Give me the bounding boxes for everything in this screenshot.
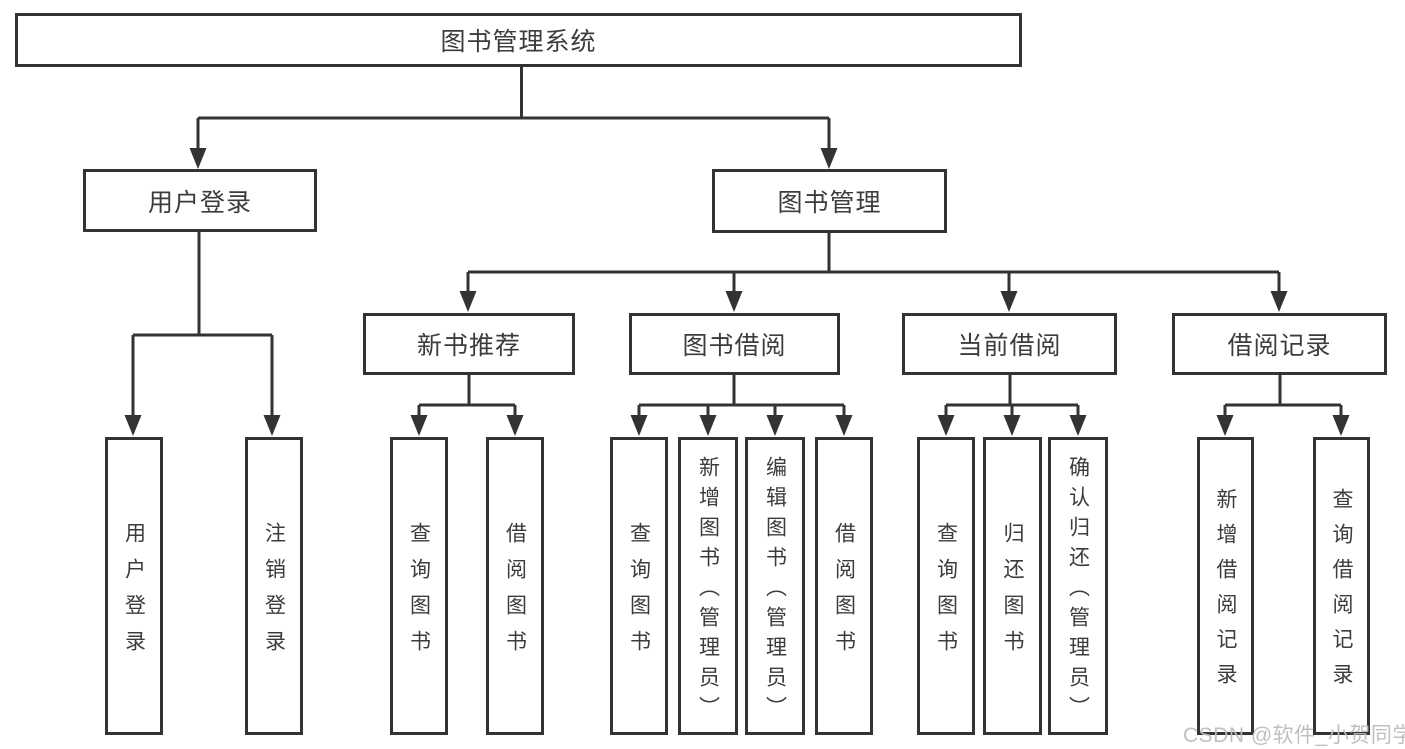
node-root-library-system: 图书管理系统 [15, 13, 1022, 67]
arrowheads [124, 148, 1350, 436]
node-bb-query-books: 查询图书 [610, 437, 668, 735]
node-cb-query-books: 查询图书 [917, 437, 975, 735]
node-cb-return-books: 归还图书 [983, 437, 1042, 735]
node-user-login-leaf: 用户登录 [105, 437, 163, 735]
node-bb-add-books-admin: 新增图书（管理员） [678, 437, 738, 735]
node-rec-borrow-books: 借阅图书 [486, 437, 544, 735]
node-br-add-record: 新增借阅记录 [1197, 437, 1254, 735]
node-rec-query-books: 查询图书 [390, 437, 448, 735]
node-current-borrowing: 当前借阅 [902, 313, 1117, 375]
node-borrow-records: 借阅记录 [1172, 313, 1387, 375]
node-br-query-record: 查询借阅记录 [1313, 437, 1370, 735]
node-bb-edit-books-admin: 编辑图书（管理员） [745, 437, 805, 735]
node-new-book-recommend: 新书推荐 [363, 313, 575, 375]
node-book-borrowing: 图书借阅 [629, 313, 840, 375]
node-cb-confirm-return-admin: 确认归还（管理员） [1048, 437, 1108, 735]
node-bb-borrow-books: 借阅图书 [815, 437, 873, 735]
csdn-watermark: CSDN @软件_小贺同学 [1183, 724, 1405, 747]
node-logout-leaf: 注销登录 [245, 437, 303, 735]
node-book-management: 图书管理 [712, 169, 947, 233]
node-user-login: 用户登录 [83, 169, 317, 232]
